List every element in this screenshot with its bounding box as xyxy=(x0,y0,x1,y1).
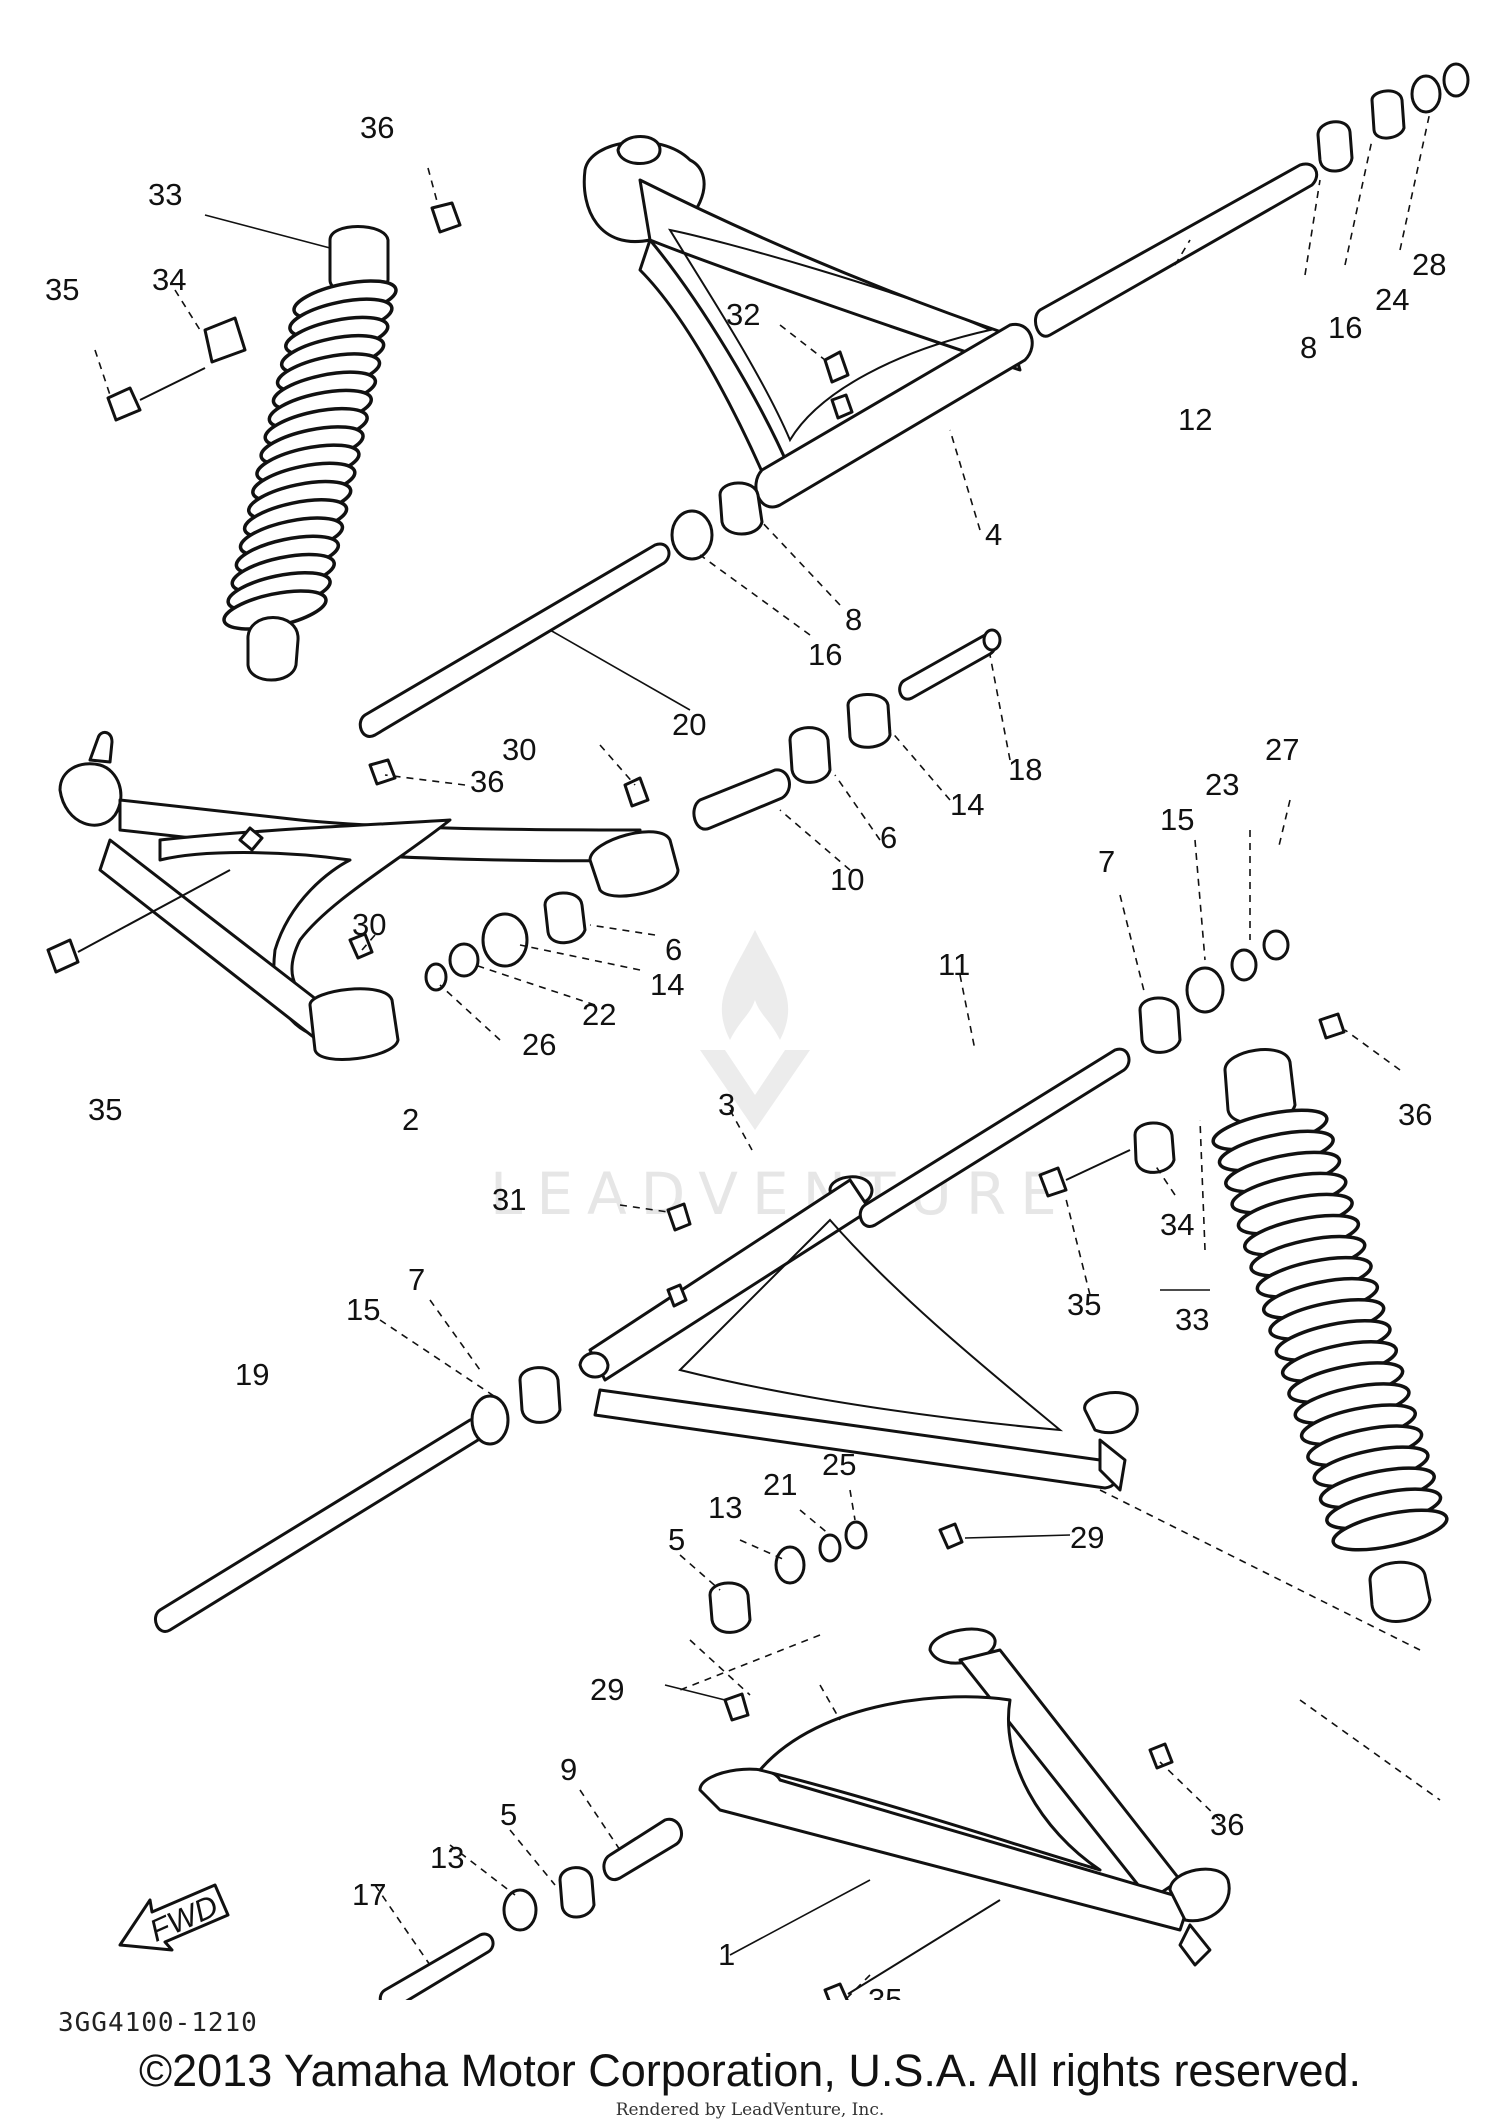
callout-label: 4 xyxy=(985,517,1002,552)
callout-label: 22 xyxy=(582,997,616,1032)
callout-label: 13 xyxy=(708,1490,742,1525)
callout-label: 24 xyxy=(1375,282,1409,317)
callout-label: 35 xyxy=(88,1092,122,1127)
callout-label: 5 xyxy=(500,1797,517,1832)
bushings-lower-bottom-left xyxy=(378,1817,683,2000)
callout-label: 1 xyxy=(718,1937,735,1972)
long-bolt-12 xyxy=(1034,162,1319,338)
bushings-upper-right xyxy=(1316,62,1470,173)
callout-label: 23 xyxy=(1205,767,1239,802)
callout-label: 11 xyxy=(938,947,970,982)
shock-absorber-right xyxy=(1038,1012,1449,1623)
fwd-arrow: FWD xyxy=(118,1883,230,1952)
callout-label: 36 xyxy=(360,110,394,145)
callout-label: 8 xyxy=(1300,330,1317,365)
callout-label: 34 xyxy=(152,262,186,297)
long-bolt-11 xyxy=(858,1047,1131,1228)
bushings-right xyxy=(1138,929,1290,1054)
copyright-notice: ©2013 Yamaha Motor Corporation, U.S.A. A… xyxy=(138,2045,1362,2096)
callout-label: 19 xyxy=(235,1357,269,1392)
callout-label: 27 xyxy=(1265,732,1299,767)
upper-a-arm-right xyxy=(582,135,1034,509)
callout-label: 35 xyxy=(1067,1287,1101,1322)
callout-label: 7 xyxy=(1098,844,1115,879)
callout-label: 20 xyxy=(672,707,706,742)
callout-label: 15 xyxy=(346,1292,380,1327)
callout-label: 26 xyxy=(522,1027,556,1062)
callout-label: 21 xyxy=(763,1467,797,1502)
callout-label: 18 xyxy=(1008,752,1042,787)
bushings-left-lower xyxy=(470,1366,562,1446)
callout-label: 5 xyxy=(668,1522,685,1557)
callout-label: 7 xyxy=(408,1262,425,1297)
bushings-5-13-21-25 xyxy=(708,1520,964,1634)
callout-label: 32 xyxy=(726,297,760,332)
callout-label: 16 xyxy=(808,637,842,672)
callout-label: 9 xyxy=(560,1752,577,1787)
rendered-by-credit: Rendered by LeadVenture, Inc. xyxy=(615,2100,885,2120)
callout-label: 13 xyxy=(430,1840,464,1875)
callout-label: 29 xyxy=(590,1672,624,1707)
callout-label: 25 xyxy=(822,1447,856,1482)
diagram-code: 3GG4100-1210 xyxy=(58,2008,258,2038)
callout-label: 10 xyxy=(830,862,864,897)
callout-label: 16 xyxy=(1328,310,1362,345)
callout-label: 28 xyxy=(1412,247,1446,282)
long-bolt-20 xyxy=(358,542,671,738)
callout-label: 8 xyxy=(845,602,862,637)
callout-label: 6 xyxy=(880,820,897,855)
callout-label: 12 xyxy=(1178,402,1212,437)
lower-a-arm-center xyxy=(578,1175,1139,1492)
leader-lines xyxy=(94,111,1441,2000)
callout-label: 15 xyxy=(1160,802,1194,837)
callout-label: 31 xyxy=(492,1182,526,1217)
callout-label: 3 xyxy=(718,1087,735,1122)
callout-label: 2 xyxy=(402,1102,419,1137)
long-bolt-19 xyxy=(154,1417,485,1633)
callout-label: 17 xyxy=(352,1877,386,1912)
upper-a-arm-left xyxy=(46,731,680,1061)
lower-a-arm-bottom xyxy=(698,1627,1231,2000)
bushings-lower-left xyxy=(348,891,587,992)
callout-label: 30 xyxy=(352,907,386,942)
callout-label: 35 xyxy=(45,272,79,307)
callout-label: 36 xyxy=(1398,1097,1432,1132)
callout-label: 14 xyxy=(950,787,984,822)
callout-label: 29 xyxy=(1070,1520,1104,1555)
shock-absorber-upper-left xyxy=(106,201,462,682)
callout-label: 14 xyxy=(650,967,684,1002)
bushings-center-upper xyxy=(670,481,764,561)
callout-label: 34 xyxy=(1160,1207,1194,1242)
exploded-view-diagram: FWD xyxy=(45,62,1470,2000)
callout-label: 36 xyxy=(470,764,504,799)
callout-label: 36 xyxy=(1210,1807,1244,1842)
callout-label: 33 xyxy=(1175,1302,1209,1337)
callout-label: 35 xyxy=(868,1982,902,2000)
callout-label: 6 xyxy=(665,932,682,967)
callout-label: 30 xyxy=(502,732,536,767)
leadventure-logo-icon xyxy=(700,930,810,1130)
callout-label: 33 xyxy=(148,177,182,212)
bushings-center-row xyxy=(623,628,1002,831)
